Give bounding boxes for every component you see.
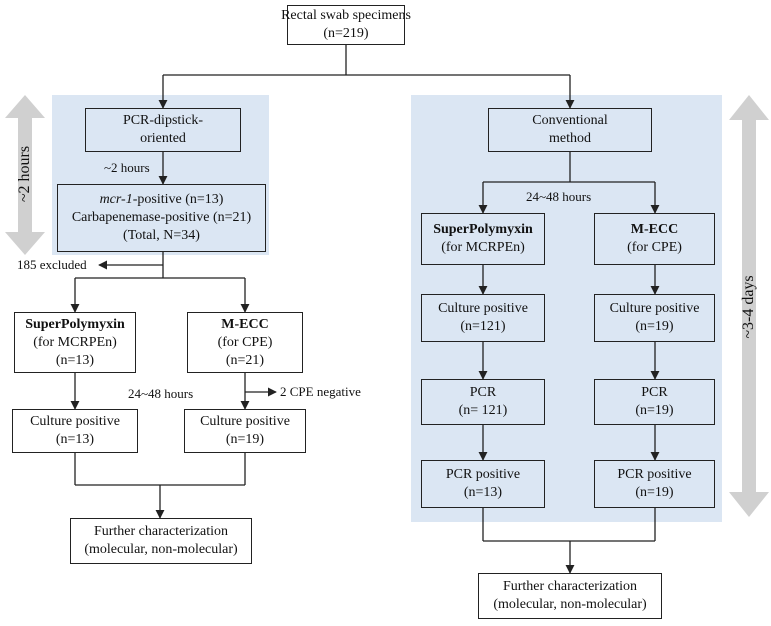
right-mecc-target: (for CPE) <box>627 240 682 255</box>
right-pcr-mecc-title: PCR <box>641 385 668 400</box>
left-time-2h: ~2 hours <box>104 160 150 175</box>
pcr-dipstick-line1: PCR-dipstick- <box>122 113 204 128</box>
left-mecc-title: M-ECC <box>221 316 269 332</box>
right-culture-sp-title: Culture positive <box>438 301 528 316</box>
left-superpolymyxin-box: SuperPolymyxin (for MCRPEn) (n=13) <box>14 312 136 373</box>
left-mecc-target: (for CPE) <box>217 334 273 350</box>
left-culture-sp-count: (n=13) <box>55 432 95 447</box>
right-superpolymyxin-target: (for MCRPEn) <box>441 240 525 255</box>
left-culture-mecc-count: (n=19) <box>225 432 265 447</box>
left-culture-mecc-box: Culture positive (n=19) <box>184 409 306 453</box>
left-duration-arrow <box>5 95 45 255</box>
rectal-swab-title: Rectal swab specimens <box>281 8 411 23</box>
right-superpolymyxin-box: SuperPolymyxin (for MCRPEn) <box>421 213 545 265</box>
right-pcr-positive-mecc-box: PCR positive (n=19) <box>594 460 715 508</box>
carbapenemase-positive-line: Carbapenemase-positive (n=21) <box>71 210 252 225</box>
mcr1-positive-line: mcr-1-positive (n=13) <box>100 191 224 209</box>
right-culture-mecc-title: Culture positive <box>609 301 700 316</box>
right-pcr-mecc-box: PCR (n=19) <box>594 379 715 425</box>
right-culture-mecc-count: (n=19) <box>635 319 674 334</box>
right-further-characterization-box: Further characterization (molecular, non… <box>478 573 662 619</box>
mcr1-gene-name: mcr-1 <box>99 192 133 207</box>
left-culture-mecc-title: Culture positive <box>200 414 290 429</box>
rectal-swab-specimens-box: Rectal swab specimens (n=219) <box>281 5 411 45</box>
conventional-line1: Conventional <box>532 113 608 128</box>
left-further-detail: (molecular, non-molecular) <box>84 542 238 557</box>
right-duration-label: ~3-4 days <box>740 275 757 339</box>
left-mecc-box: M-ECC (for CPE) (n=21) <box>187 312 303 373</box>
left-superpolymyxin-title: SuperPolymyxin <box>25 316 125 332</box>
left-culture-sp-box: Culture positive (n=13) <box>12 409 138 453</box>
right-time-24-48: 24~48 hours <box>526 189 592 204</box>
right-culture-sp-box: Culture positive (n=121) <box>421 294 545 342</box>
right-mecc-box: M-ECC (for CPE) <box>594 213 715 265</box>
left-duration-label: ~2 hours <box>16 145 33 203</box>
right-pcr-sp-title: PCR <box>469 385 497 400</box>
left-superpolymyxin-count: (n=13) <box>55 352 95 368</box>
excluded-label: 185 excluded <box>17 257 87 272</box>
right-superpolymyxin-title: SuperPolymyxin <box>433 222 533 237</box>
right-culture-mecc-box: Culture positive (n=19) <box>594 294 715 342</box>
right-duration-arrow <box>729 95 769 517</box>
right-pcr-positive-mecc-title: PCR positive <box>617 467 692 482</box>
right-culture-sp-count: (n=121) <box>460 319 506 334</box>
conventional-method-box: Conventional method <box>488 108 652 152</box>
total-count-line: (Total, N=34) <box>123 228 200 243</box>
right-pcr-positive-mecc-count: (n=19) <box>635 485 674 500</box>
left-mecc-count: (n=21) <box>225 352 265 368</box>
conventional-line2: method <box>549 131 591 146</box>
right-pcr-positive-sp-box: PCR positive (n=13) <box>421 460 545 508</box>
pcr-dipstick-line2: oriented <box>140 131 186 146</box>
right-pcr-mecc-count: (n=19) <box>635 403 674 418</box>
right-mecc-title: M-ECC <box>630 222 679 237</box>
pcr-dipstick-box: PCR-dipstick- oriented <box>85 108 241 152</box>
right-pcr-positive-sp-title: PCR positive <box>445 467 521 482</box>
left-further-characterization-box: Further characterization (molecular, non… <box>70 518 252 564</box>
right-pcr-sp-count: (n= 121) <box>458 403 508 418</box>
right-further-title: Further characterization <box>502 579 638 594</box>
screening-result-box: mcr-1-positive (n=13) Carbapenemase-posi… <box>57 184 266 252</box>
left-further-title: Further characterization <box>93 524 229 539</box>
right-pcr-sp-box: PCR (n= 121) <box>421 379 545 425</box>
left-time-24-48: 24~48 hours <box>128 386 194 401</box>
right-pcr-positive-sp-count: (n=13) <box>463 485 503 500</box>
left-culture-sp-title: Culture positive <box>30 414 120 429</box>
rectal-swab-count: (n=219) <box>323 26 369 41</box>
left-superpolymyxin-target: (for MCRPEn) <box>33 334 117 350</box>
right-further-detail: (molecular, non-molecular) <box>493 597 647 612</box>
cpe-negative-label: 2 CPE negative <box>280 384 361 399</box>
mcr1-positive-count: -positive (n=13) <box>132 192 224 207</box>
